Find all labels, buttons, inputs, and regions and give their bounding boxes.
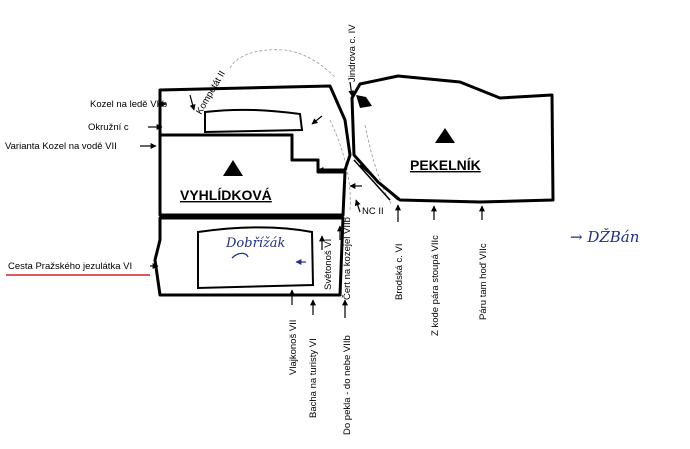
- route-paru: Páru tam hoď VIIc: [478, 243, 489, 320]
- route-kozel-na-lede: Kozel na ledě VIIb: [90, 99, 167, 110]
- route-vlajkonos: Vlajkonoš VII: [288, 320, 299, 375]
- pekelnik-summit-triangle: [435, 128, 455, 143]
- pekelnik-outline: [350, 74, 555, 204]
- vyhlidkova-upper-outline: [158, 84, 352, 172]
- arrow-nc: [354, 199, 361, 213]
- route-brodska: Brodská c. VI: [394, 244, 405, 301]
- vyhlidkova-lower-outline: [153, 216, 345, 297]
- lower-inner-wall: [197, 226, 315, 290]
- vyhlidkova-summit-triangle: [223, 160, 243, 176]
- annotation-dobrizak: Dobřížák: [225, 236, 286, 251]
- arrow-inner-1: [311, 115, 323, 125]
- route-cert: Čert na kozejel VIIb: [342, 217, 353, 300]
- handwritten-squiggle: [231, 252, 249, 259]
- vyhlidkova-label: VYHLÍDKOVÁ: [180, 187, 272, 203]
- route-kompetat: Kompetát II: [194, 69, 228, 117]
- arrow-kompetat: [189, 94, 196, 111]
- pekelnik-notch: [356, 95, 372, 108]
- route-z-kode: Z kode pára stoupá VIIc: [430, 235, 441, 336]
- pekelnik-gully: [353, 159, 399, 201]
- route-okruzni: Okružní c: [88, 122, 129, 133]
- route-cesta-prazskeho: Cesta Pražského jezulátka VI: [8, 261, 132, 272]
- route-nc: NC II: [362, 206, 384, 217]
- route-bacha: Bacha na turisty VI: [308, 338, 319, 418]
- arrow-jindrova: [348, 81, 355, 97]
- pekelnik-label: PEKELNÍK: [410, 157, 481, 173]
- route-jindrova: Jindrova c. IV: [347, 24, 358, 82]
- vyhlidkova-main-outline: [158, 133, 347, 217]
- upper-ledge: [204, 108, 304, 134]
- annotation-dzban: → DŽBán: [570, 228, 639, 246]
- route-do-pekla: Do pekla - do nebe VIIb: [342, 335, 353, 435]
- route-svetonos: Světonoš VI: [323, 239, 334, 290]
- route-varianta: Varianta Kozel na vodě VII: [5, 141, 117, 152]
- background-sketch: [229, 49, 393, 211]
